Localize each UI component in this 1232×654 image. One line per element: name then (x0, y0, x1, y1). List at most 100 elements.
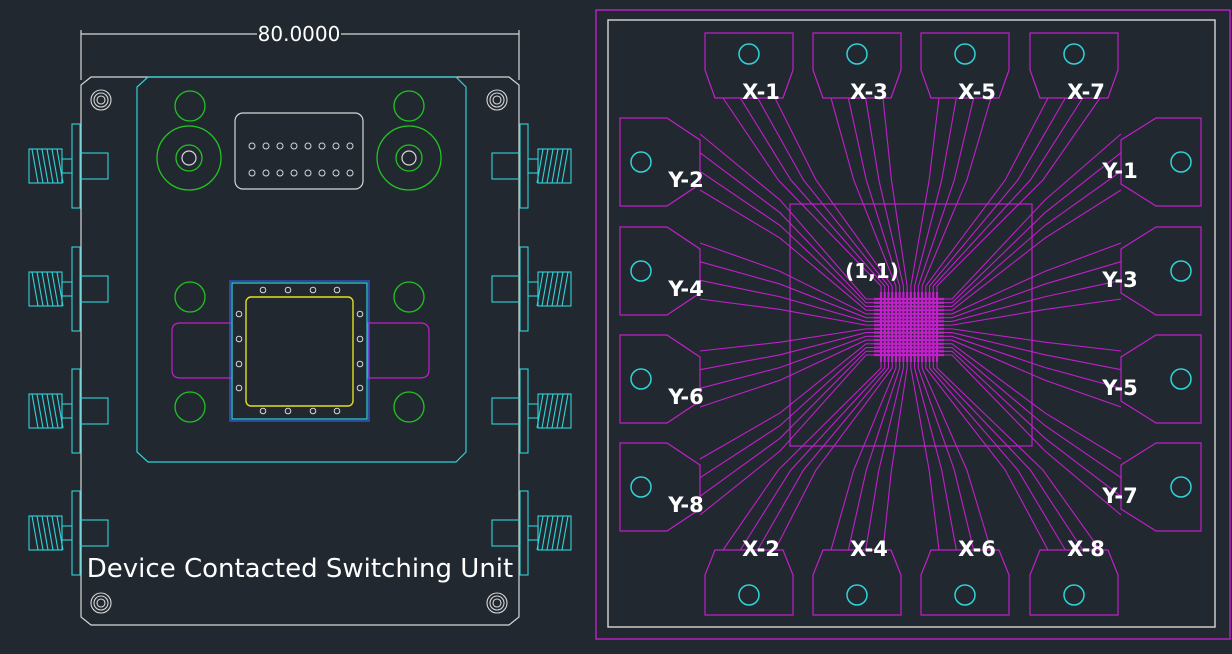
trace (757, 358, 890, 551)
trace (699, 279, 878, 322)
pad-label: X-7 (1067, 80, 1105, 104)
sma-connector (28, 123, 109, 209)
screw-ring (93, 92, 109, 108)
trace (739, 358, 886, 551)
socket-pin (309, 286, 317, 294)
pad-right (1120, 226, 1202, 316)
trace (865, 97, 904, 296)
trace (757, 97, 890, 296)
trace (847, 97, 901, 296)
pad-left (619, 117, 701, 207)
trace (940, 354, 1122, 516)
pad-label: Y-2 (667, 168, 703, 192)
trace (739, 97, 886, 296)
socket-pin (356, 360, 364, 368)
pad-left (619, 226, 701, 316)
pad-top (812, 32, 902, 99)
dsub-pin (304, 142, 312, 150)
pad-label: Y-3 (1101, 268, 1137, 292)
trace (722, 97, 882, 296)
pad-label: X-2 (742, 537, 780, 561)
trace (882, 97, 908, 296)
pad-label: Y-7 (1101, 484, 1137, 508)
trace (940, 346, 1122, 479)
trace (932, 97, 1084, 296)
corner-screws (90, 89, 508, 614)
socket-pin (259, 286, 267, 294)
carrier-board-outline (136, 76, 467, 463)
trace (910, 97, 940, 296)
dsub-pin (346, 142, 354, 150)
socket-pin (235, 360, 243, 368)
pad-hole (630, 260, 652, 282)
pad-label: Y-1 (1101, 159, 1137, 183)
dsub-pin (346, 169, 354, 177)
trace (940, 335, 1122, 389)
screw-ring (96, 598, 106, 608)
outer-frame (595, 9, 1231, 640)
substrate-outline (607, 19, 1216, 628)
trace (914, 97, 957, 296)
dsub-pin (262, 142, 270, 150)
sma-connector (28, 368, 109, 454)
green-mounting-features (156, 90, 442, 423)
pad-hole (738, 584, 760, 606)
trace (925, 358, 1049, 551)
socket-cutout (171, 322, 430, 379)
switching-unit-drawing: 80.0000 (28, 22, 572, 626)
pad-right (1120, 334, 1202, 424)
trace (917, 358, 975, 551)
trace (914, 358, 957, 551)
socket-pin (284, 407, 292, 415)
pad-label: Y-8 (667, 493, 703, 517)
pad-hole (738, 43, 760, 65)
trace (699, 298, 878, 326)
trace (940, 152, 1122, 304)
socket-pin (356, 384, 364, 392)
trace (699, 332, 878, 371)
dsub-pin (304, 169, 312, 177)
pad-bottom (1029, 549, 1119, 616)
pad-label: X-4 (850, 537, 888, 561)
trace (940, 298, 1122, 326)
dsub-pin (290, 142, 298, 150)
dsub-pin (276, 169, 284, 177)
enclosure-outline (80, 76, 520, 626)
pad-right (1120, 442, 1202, 532)
screw-ring (492, 95, 502, 105)
dsub-pin (290, 169, 298, 177)
pad-hole (954, 43, 976, 65)
screw-ring (96, 95, 106, 105)
pad-label: Y-4 (667, 277, 703, 301)
screw-ring (486, 89, 508, 111)
screw-ring (492, 598, 502, 608)
sma-connector (491, 490, 572, 576)
socket-pin (333, 286, 341, 294)
trace (699, 343, 878, 460)
dimension-value: 80.0000 (258, 22, 341, 46)
pad-hole (1170, 476, 1192, 498)
pad-label: X-3 (850, 80, 888, 104)
pad-left (619, 442, 701, 532)
trace (940, 279, 1122, 322)
socket-pin (284, 286, 292, 294)
pad-label: Y-6 (667, 385, 703, 409)
trace (774, 358, 893, 551)
trace (925, 97, 1049, 296)
trace (940, 189, 1122, 311)
dsub-pin (248, 169, 256, 177)
socket-pin (333, 407, 341, 415)
sma-connector (28, 490, 109, 576)
sma-connectors-left (28, 123, 109, 576)
pad-label: X-6 (958, 537, 996, 561)
trace (928, 97, 1066, 296)
socket-pin (235, 310, 243, 318)
trace (699, 346, 878, 479)
pad-hole (954, 584, 976, 606)
trace (940, 261, 1122, 319)
bond-pads (619, 32, 1202, 616)
trace (699, 339, 878, 408)
trace (699, 152, 878, 304)
pad-bottom (812, 549, 902, 616)
